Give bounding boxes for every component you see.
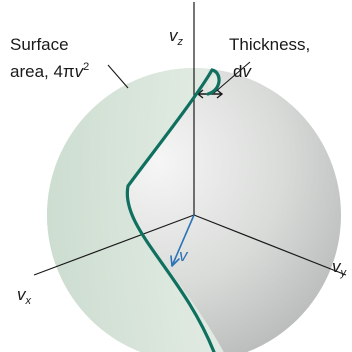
thickness-label-line2: dv: [233, 62, 252, 81]
vy-axis-label: vy: [332, 257, 348, 279]
vz-axis-label: vz: [169, 26, 184, 48]
surface-area-label-line2: area, 4πv2: [10, 61, 89, 81]
surface-area-label-line1: Surface: [10, 35, 69, 54]
thickness-label-line1: Thickness,: [229, 35, 310, 54]
vx-axis-label: vx: [17, 285, 32, 307]
surface-area-leader: [108, 65, 128, 88]
